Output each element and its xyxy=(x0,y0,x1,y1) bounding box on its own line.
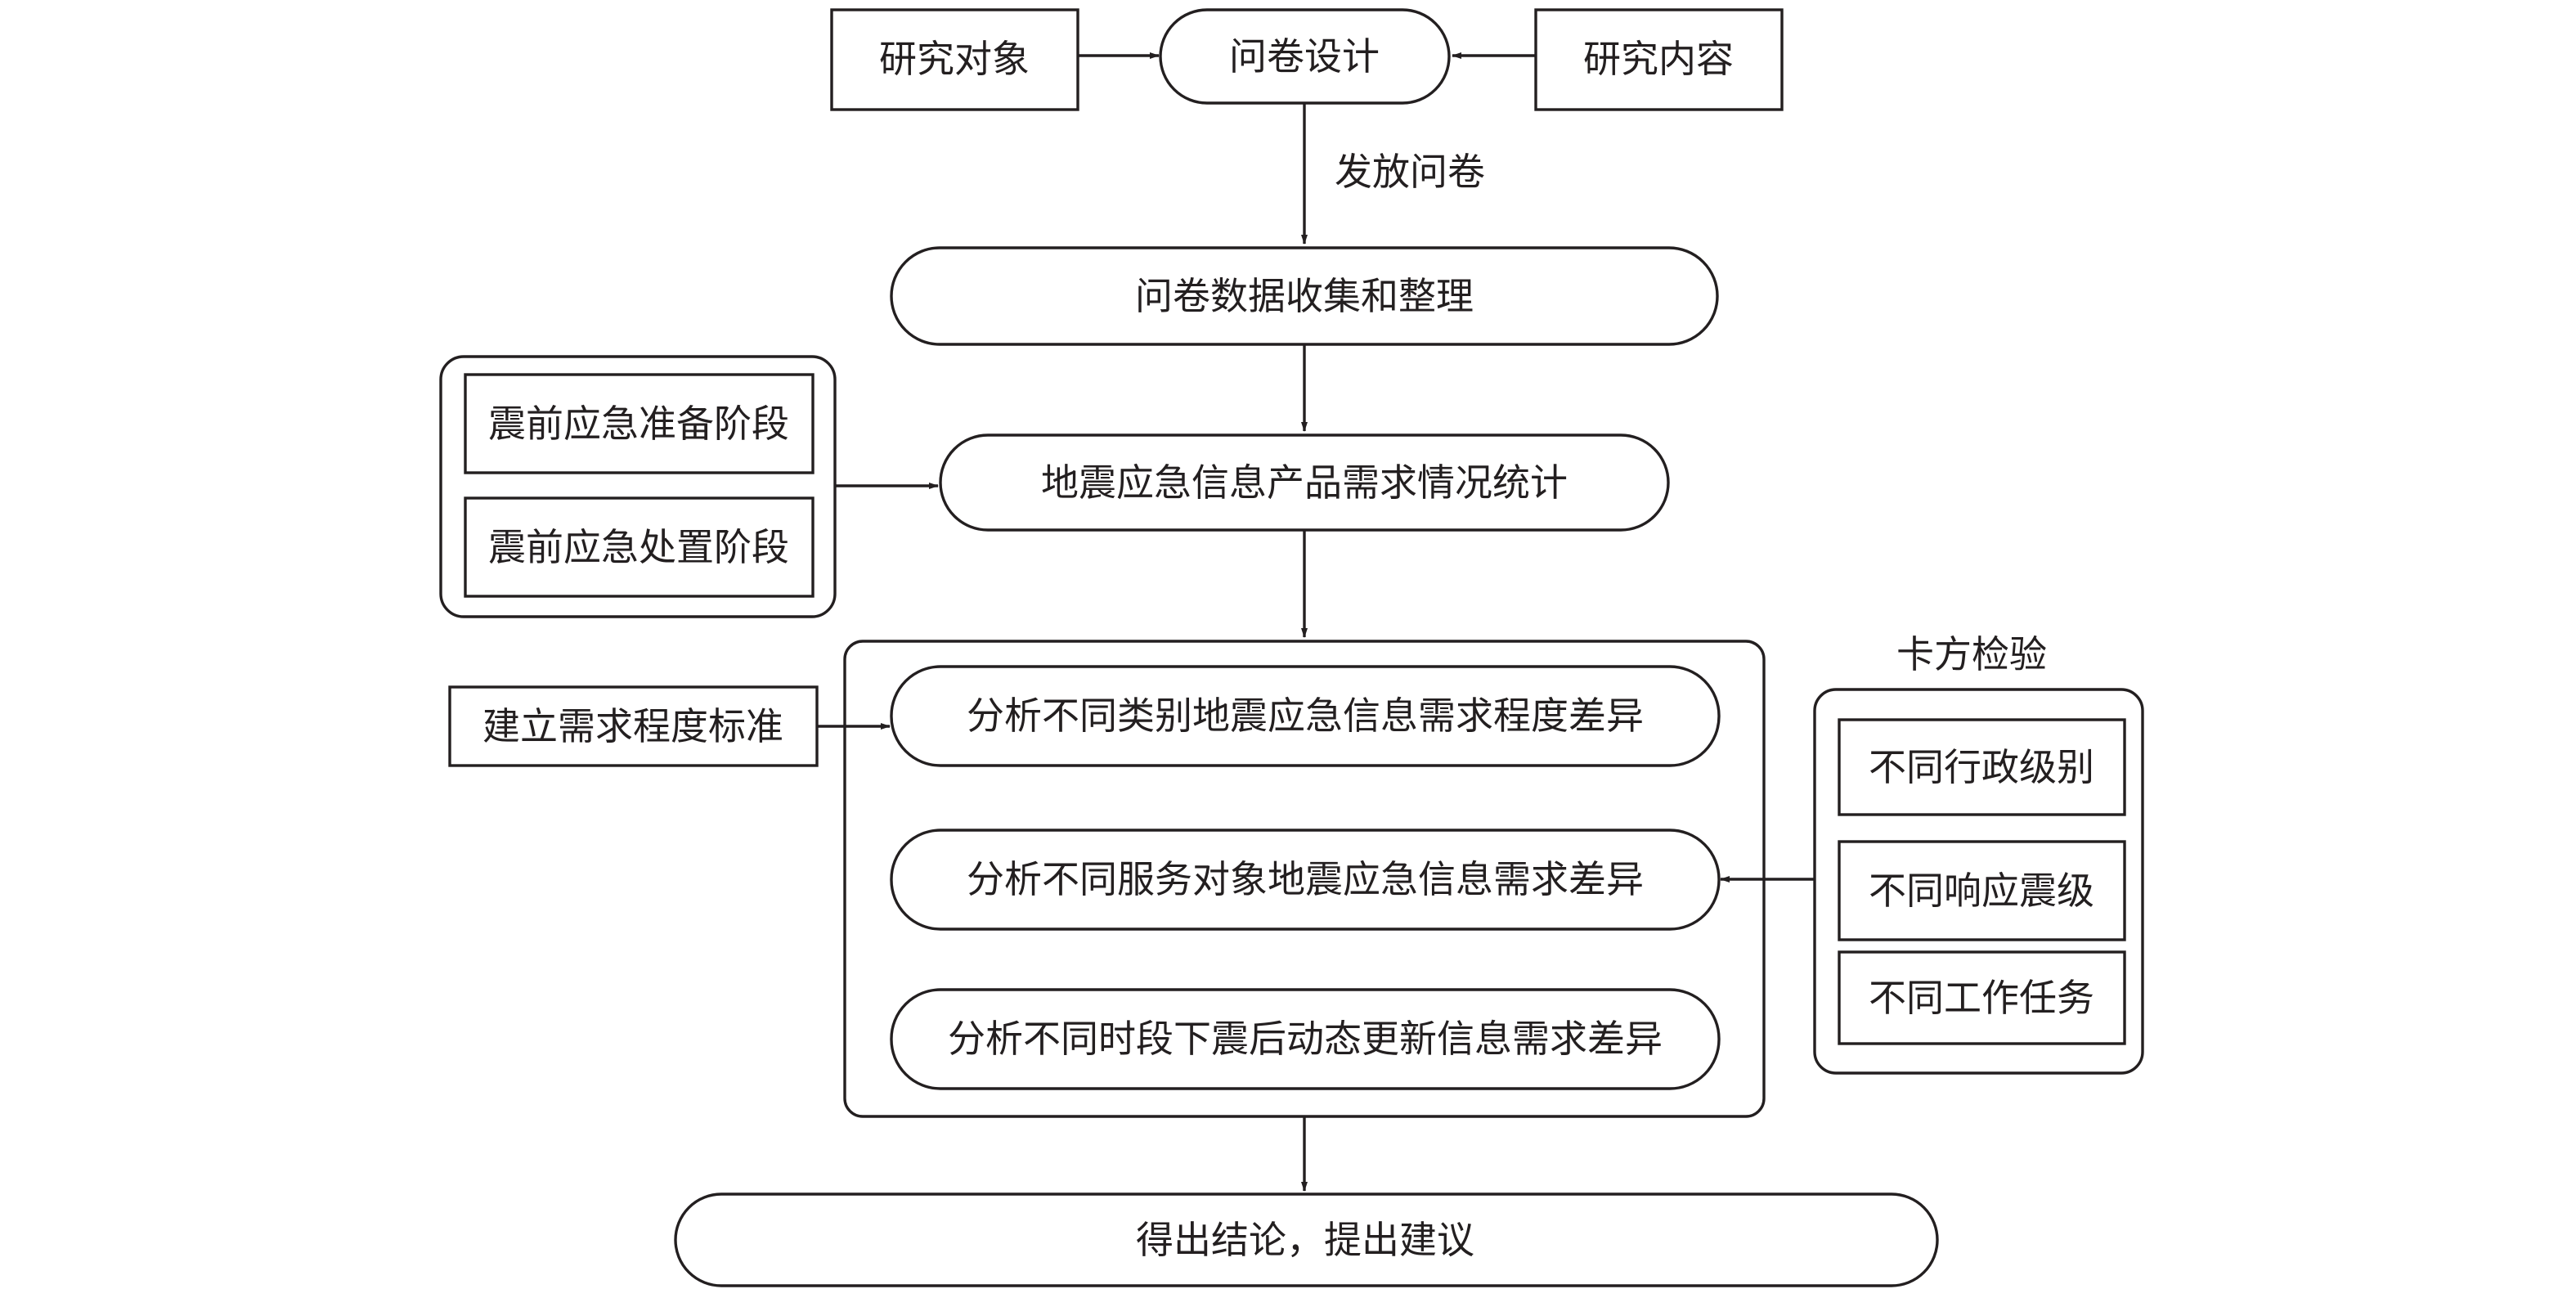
earthquake-stage-group: 震前应急准备阶段 震前应急处置阶段 xyxy=(439,355,837,618)
research-content-label: 研究内容 xyxy=(1583,37,1734,81)
demand-standard-label: 建立需求程度标准 xyxy=(482,704,783,748)
chi-square-group: 不同行政级别 不同响应震级 不同工作任务 xyxy=(1813,688,2144,1075)
conclusion-node: 得出结论，提出建议 xyxy=(674,1192,1939,1287)
demand-statistics-label: 地震应急信息产品需求情况统计 xyxy=(1041,460,1568,505)
chi-square-item-admin-level: 不同行政级别 xyxy=(1869,745,2094,789)
chi-square-item-response-magnitude: 不同响应震级 xyxy=(1869,869,2094,913)
demand-standard-node: 建立需求程度标准 xyxy=(448,685,819,767)
data-collection-label: 问卷数据收集和整理 xyxy=(1135,274,1474,318)
research-object-node: 研究对象 xyxy=(830,8,1079,111)
questionnaire-design-node: 问卷设计 xyxy=(1159,8,1451,105)
analysis-item-category-demand: 分析不同类别地震应急信息需求程度差异 xyxy=(967,694,1644,738)
research-content-node: 研究内容 xyxy=(1534,8,1784,111)
analysis-item-service-target: 分析不同服务对象地震应急信息需求差异 xyxy=(967,857,1644,901)
questionnaire-design-label: 问卷设计 xyxy=(1229,34,1380,79)
analysis-group: 分析不同类别地震应急信息需求程度差异 分析不同服务对象地震应急信息需求差异 分析… xyxy=(843,640,1766,1118)
data-collection-node: 问卷数据收集和整理 xyxy=(890,246,1719,346)
chi-square-item-work-task: 不同工作任务 xyxy=(1869,976,2094,1020)
chi-square-title: 卡方检验 xyxy=(1896,632,2047,676)
analysis-item-time-period: 分析不同时段下震后动态更新信息需求差异 xyxy=(948,1017,1663,1061)
stage-pre-preparation: 震前应急准备阶段 xyxy=(488,402,789,446)
stage-pre-disposal: 震前应急处置阶段 xyxy=(488,525,789,569)
distribute-questionnaire-label: 发放问卷 xyxy=(1335,150,1485,194)
research-object-label: 研究对象 xyxy=(879,37,1030,81)
demand-statistics-node: 地震应急信息产品需求情况统计 xyxy=(939,433,1670,532)
conclusion-label: 得出结论，提出建议 xyxy=(1136,1218,1474,1262)
